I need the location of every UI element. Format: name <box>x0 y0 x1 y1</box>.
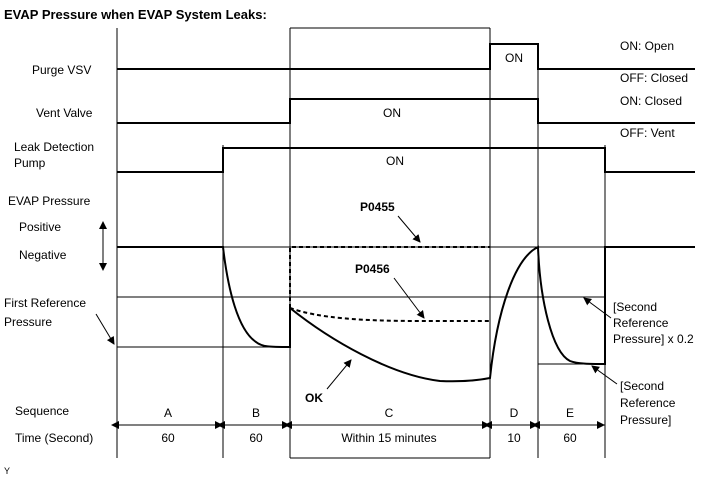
leak-pump-label-2: Pump <box>14 156 46 170</box>
first-ref-label-2: Pressure <box>4 315 52 329</box>
p0456-arrow <box>393 277 425 319</box>
phase-dividers <box>116 27 606 459</box>
seq-e-name: E <box>566 406 574 420</box>
purge-vsv-waveform <box>117 43 695 70</box>
p0455-dashed-curve <box>289 246 490 308</box>
leak-pump-label-1: Leak Detection <box>14 140 94 154</box>
purge-vsv-on-text: ON <box>505 51 523 65</box>
first-ref-label-1: First Reference <box>4 296 86 310</box>
ok-label: OK <box>305 391 323 405</box>
p0455-label: P0455 <box>360 200 395 214</box>
second-ref-x02-label-2: Reference <box>613 316 669 330</box>
seq-d-name: D <box>510 406 519 420</box>
seq-d-time: 10 <box>507 431 521 445</box>
second-ref-x02-label-3: Pressure] x 0.2 <box>613 332 694 346</box>
time-label: Time (Second) <box>15 431 93 445</box>
evap-pressure-label: EVAP Pressure <box>8 194 91 208</box>
second-ref-x02-arrow <box>583 297 612 319</box>
vent-valve-state-on: ON: Closed <box>620 94 682 108</box>
leak-pump-signal: Leak Detection Pump ON <box>14 140 695 173</box>
purge-vsv-state-on: ON: Open <box>620 39 674 53</box>
second-ref-label-3: Pressure] <box>620 413 671 427</box>
ok-arrow <box>326 359 352 390</box>
evap-pressure-curve <box>117 245 695 383</box>
vent-valve-on-text: ON <box>383 106 401 120</box>
p0456-label: P0456 <box>355 262 390 276</box>
p0455-arrow <box>397 215 421 243</box>
vent-valve-waveform <box>117 98 695 124</box>
first-ref-arrow <box>95 313 115 345</box>
seq-c-time: Within 15 minutes <box>341 431 436 445</box>
sequence-label: Sequence <box>15 404 69 418</box>
seq-b-time: 60 <box>249 431 263 445</box>
purge-vsv-signal: Purge VSV ON ON: Open OFF: Closed <box>32 39 695 85</box>
leak-pump-on-text: ON <box>386 154 404 168</box>
positive-label: Positive <box>19 220 61 234</box>
p0456-dashed-curve <box>289 307 490 322</box>
second-ref-label-2: Reference <box>620 396 676 410</box>
seq-a-time: 60 <box>161 431 175 445</box>
corner-mark: Y <box>4 466 10 476</box>
leak-pump-waveform <box>117 147 695 173</box>
negative-label: Negative <box>19 248 67 262</box>
second-ref-arrow <box>591 365 618 385</box>
evap-pressure-section: EVAP Pressure Positive Negative First Re… <box>4 194 695 427</box>
vent-valve-signal: Vent Valve ON ON: Closed OFF: Vent <box>36 94 695 140</box>
second-ref-label-1: [Second <box>620 379 664 393</box>
seq-c-name: C <box>385 406 394 420</box>
seq-e-time: 60 <box>563 431 577 445</box>
purge-vsv-label: Purge VSV <box>32 63 91 77</box>
diagram-title: EVAP Pressure when EVAP System Leaks: <box>4 7 267 22</box>
second-ref-x02-label-1: [Second <box>613 300 657 314</box>
seq-b-name: B <box>252 406 260 420</box>
seq-a-name: A <box>164 406 172 420</box>
purge-vsv-state-off: OFF: Closed <box>620 71 688 85</box>
vent-valve-label: Vent Valve <box>36 106 93 120</box>
vent-valve-state-off: OFF: Vent <box>620 126 675 140</box>
sequence-row: Sequence A 60 B 60 C Within 15 minutes D… <box>15 404 605 445</box>
